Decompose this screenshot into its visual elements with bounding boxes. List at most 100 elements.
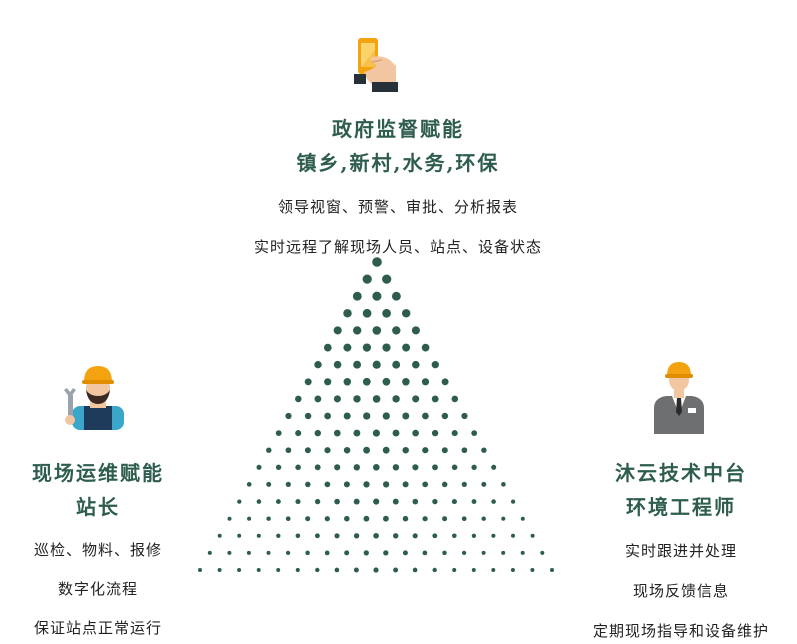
pyramid-dot	[372, 429, 380, 437]
pyramid-dot	[402, 446, 409, 454]
pyramid-dot	[431, 429, 439, 437]
pyramid-dot	[276, 533, 281, 538]
pyramid-dot	[392, 464, 400, 471]
pyramid-dot	[334, 533, 340, 539]
pyramid-dot	[285, 516, 291, 522]
pyramid-dot	[363, 515, 370, 522]
pyramid-dot	[412, 360, 420, 369]
field-ops-desc-line1: 巡检、物料、报修	[33, 541, 162, 559]
pyramid-dot	[275, 430, 282, 437]
pyramid-dot	[373, 567, 379, 573]
pyramid-dot	[422, 550, 428, 556]
pyramid-dot	[442, 550, 447, 556]
pyramid-dot	[402, 378, 410, 386]
pyramid-dot	[451, 430, 458, 437]
pyramid-dot	[412, 498, 419, 505]
pyramid-dot	[461, 516, 467, 522]
pyramid-dot	[344, 550, 350, 556]
pyramid-dot	[198, 568, 202, 572]
pyramid-dot	[237, 568, 242, 572]
pyramid-dot	[402, 515, 409, 522]
pyramid-dot	[461, 447, 468, 454]
pyramid-dot	[461, 550, 467, 556]
pyramid-dot	[256, 499, 262, 504]
pyramid-dot	[382, 446, 390, 454]
pyramid-dot	[491, 533, 496, 538]
pyramid-dot	[227, 516, 232, 521]
pyramid-dot	[511, 533, 515, 538]
field-ops-title: 现场运维赋能	[32, 461, 164, 485]
pyramid-dot	[372, 291, 382, 301]
government-block: 政府监督赋能 镇乡,新村,水务,环保 领导视窗、预警、审批、分析报表 实时远程了…	[198, 112, 598, 260]
pyramid-dot	[295, 464, 301, 471]
pyramid-dot	[314, 533, 320, 539]
pyramid-dot	[402, 412, 410, 420]
pyramid-dot	[481, 516, 486, 521]
pyramid-dot	[432, 567, 437, 573]
pyramid-dot	[461, 412, 468, 420]
pyramid-dot	[323, 343, 332, 352]
pyramid-dot	[431, 395, 439, 403]
pyramid-dot	[333, 326, 342, 335]
pyramid-dot	[373, 532, 379, 539]
pyramid-dot	[285, 447, 292, 454]
pyramid-dot	[481, 550, 486, 555]
pyramid-dot	[393, 567, 399, 573]
pyramid-dot	[422, 481, 429, 488]
pyramid-dot	[530, 568, 535, 572]
pyramid-dot	[305, 516, 311, 522]
pyramid-dot	[451, 533, 457, 539]
pyramid-dot	[343, 378, 352, 386]
pyramid-dot	[266, 516, 271, 521]
pyramid-dot	[422, 447, 429, 454]
pyramid-dot	[343, 309, 352, 318]
pyramid-dot	[412, 464, 419, 471]
pyramid-dot	[353, 533, 360, 539]
tech-center-desc-line1: 实时跟进并处理	[624, 542, 737, 560]
pyramid-dot	[324, 412, 331, 420]
pyramid-dot	[372, 360, 381, 369]
tech-center-desc-line2: 现场反馈信息	[632, 582, 729, 600]
pyramid-dot	[401, 309, 411, 318]
pyramid-dot	[441, 378, 449, 386]
pyramid-dot	[353, 567, 359, 573]
pyramid-dot	[392, 429, 400, 437]
pyramid-dot	[324, 447, 331, 454]
pyramid-dot	[422, 412, 429, 420]
pyramid-dot	[520, 516, 525, 521]
pyramid-dot	[246, 482, 252, 487]
pyramid-dot	[363, 446, 370, 454]
pyramid-dot	[441, 481, 448, 488]
pyramid-dot	[362, 308, 372, 318]
pyramid-dot	[343, 343, 352, 352]
pyramid-dot	[362, 343, 372, 352]
pyramid-dot	[324, 481, 331, 488]
pyramid-dot	[421, 343, 430, 352]
pyramid-dot	[471, 533, 477, 538]
pyramid-dot	[383, 550, 389, 556]
pyramid-dot	[314, 361, 322, 369]
pyramid-dot	[362, 377, 371, 386]
pyramid-dot	[372, 463, 380, 471]
pyramid-dot	[237, 533, 242, 538]
pyramid-dot	[402, 343, 411, 352]
pyramid-dot	[382, 343, 391, 352]
pyramid-dot	[491, 499, 496, 504]
pyramid-dot	[373, 498, 380, 505]
pyramid-dot	[382, 481, 390, 488]
pyramid-dot	[266, 550, 271, 555]
pyramid-dot	[217, 568, 222, 572]
pyramid-dot	[471, 430, 478, 437]
pyramid-dot	[305, 481, 311, 488]
pyramid-dot	[353, 498, 360, 505]
pyramid-dot	[276, 568, 281, 572]
pyramid-dot	[353, 395, 361, 403]
government-title: 政府监督赋能	[332, 117, 464, 141]
pyramid-dot	[247, 516, 252, 521]
pyramid-dot	[382, 274, 392, 284]
pyramid-dot	[305, 550, 310, 556]
pyramid-dot	[432, 533, 438, 539]
field-ops-desc-line3: 保证站点正常运行	[33, 619, 162, 637]
pyramid-dot	[441, 447, 448, 454]
pyramid-dot	[353, 464, 360, 471]
